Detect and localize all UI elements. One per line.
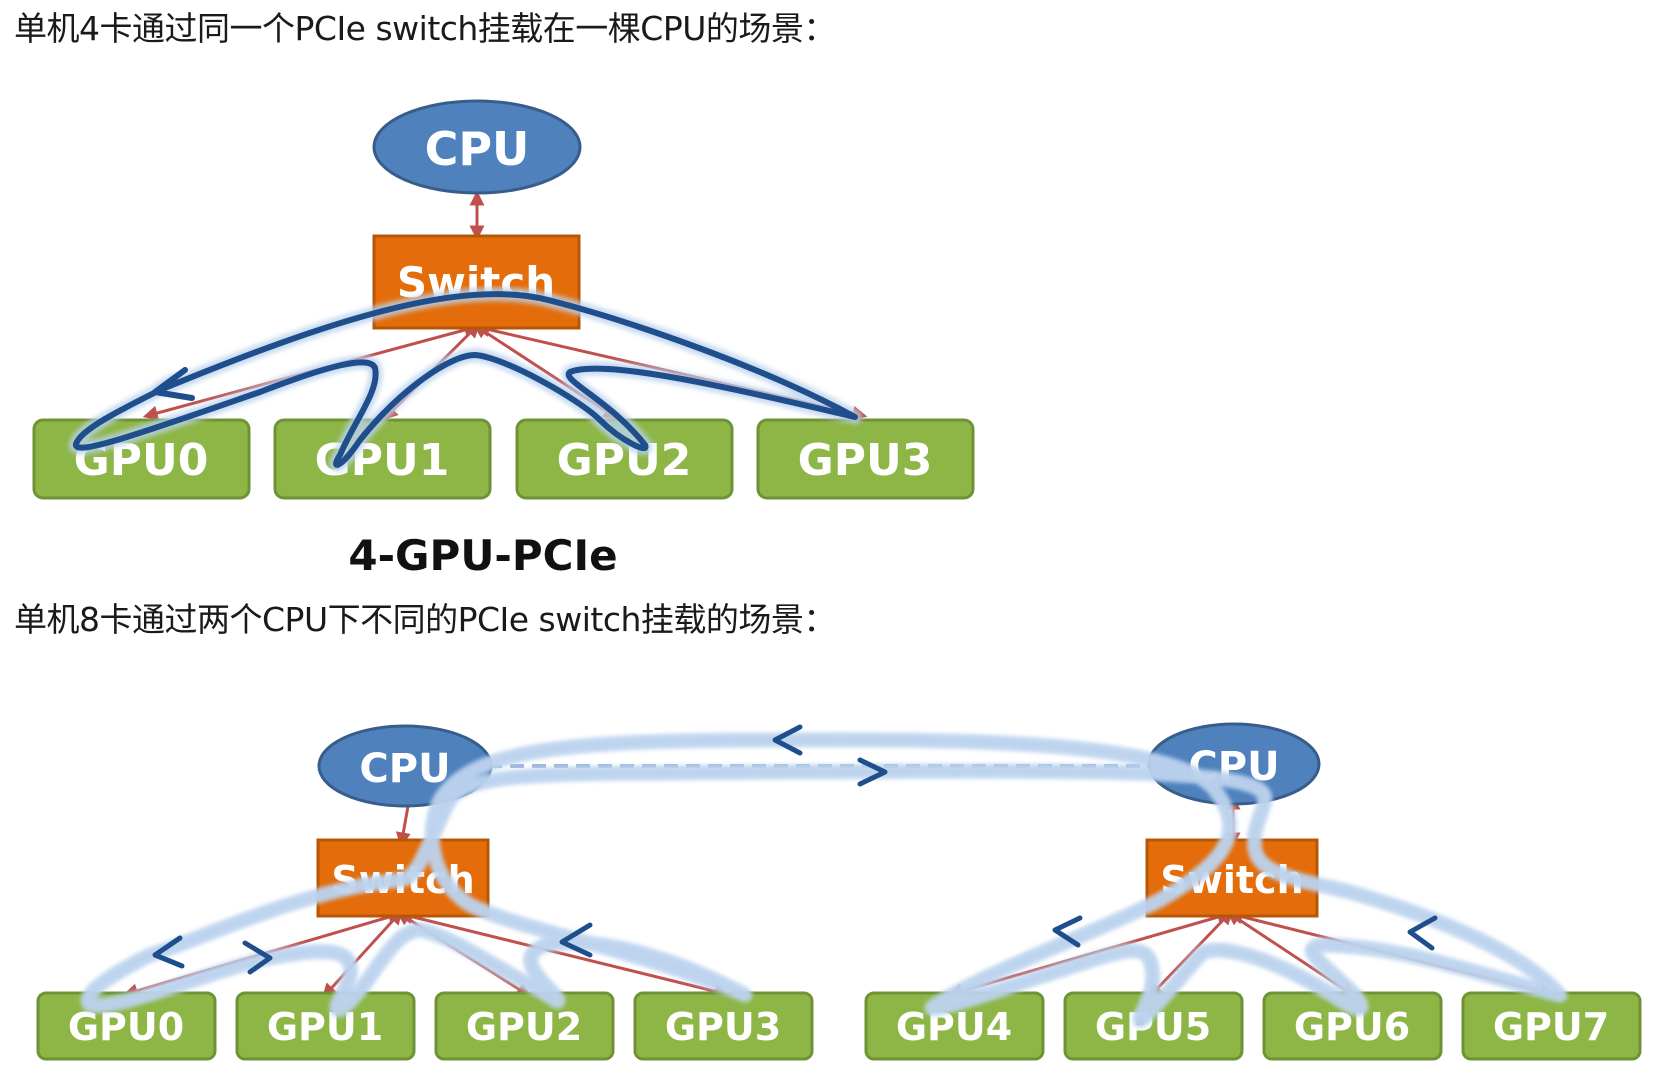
- cpu-node: CPU: [372, 99, 582, 195]
- gpu-node: GPU3: [633, 991, 814, 1061]
- heading-4gpu: 单机4卡通过同一个PCIe switch挂载在一棵CPU的场景：: [14, 9, 836, 48]
- gpu-node: GPU7: [1461, 991, 1642, 1061]
- gpu-label: GPU3: [798, 435, 933, 486]
- gpu-node: GPU5: [1063, 991, 1244, 1061]
- diagram-8gpu: CPU CPU Switch Switch GPU0 GPU1: [36, 722, 1642, 1061]
- gpu-label: GPU7: [1493, 1005, 1609, 1049]
- gpu-row-right: GPU4 GPU5 GPU6 GPU7: [864, 991, 1642, 1061]
- cpu-label: CPU: [359, 746, 450, 792]
- gpu-node: GPU3: [756, 418, 975, 500]
- link-gpu1: [321, 909, 404, 999]
- gpu-node: GPU1: [235, 991, 416, 1061]
- gpu-label: GPU3: [665, 1005, 781, 1049]
- ring-path-4gpu: [69, 287, 862, 472]
- heading-8gpu: 单机8卡通过两个CPU下不同的PCIe switch挂载的场景：: [14, 600, 836, 639]
- gpu-row-left: GPU0 GPU1 GPU2 GPU3: [36, 991, 814, 1061]
- link-gpu3: [397, 909, 730, 999]
- gpu-node: GPU2: [515, 418, 734, 500]
- gpu-label: GPU2: [466, 1005, 582, 1049]
- gpu-node: GPU0: [36, 991, 217, 1061]
- diagram-4gpu: CPU Switch GPU0 GPU1 GPU2 GPU3: [32, 99, 975, 580]
- switch-node-right: Switch: [1145, 838, 1319, 918]
- gpu-label: GPU0: [68, 1005, 184, 1049]
- gpu-node: GPU1: [273, 418, 492, 500]
- gpu-node: GPU2: [434, 991, 615, 1061]
- gpu-row-4gpu: GPU0 GPU1 GPU2 GPU3: [32, 418, 975, 500]
- diagram-caption: 4-GPU-PCIe: [348, 531, 617, 580]
- link-gpu5: [1147, 909, 1234, 999]
- gpu-label: GPU4: [896, 1005, 1012, 1049]
- cpu-label: CPU: [425, 122, 530, 176]
- gpu-node: GPU4: [864, 991, 1045, 1061]
- switch-node: Switch: [372, 234, 581, 330]
- ring-path-8gpu: [88, 724, 1567, 1020]
- gpu-label: GPU1: [267, 1005, 383, 1049]
